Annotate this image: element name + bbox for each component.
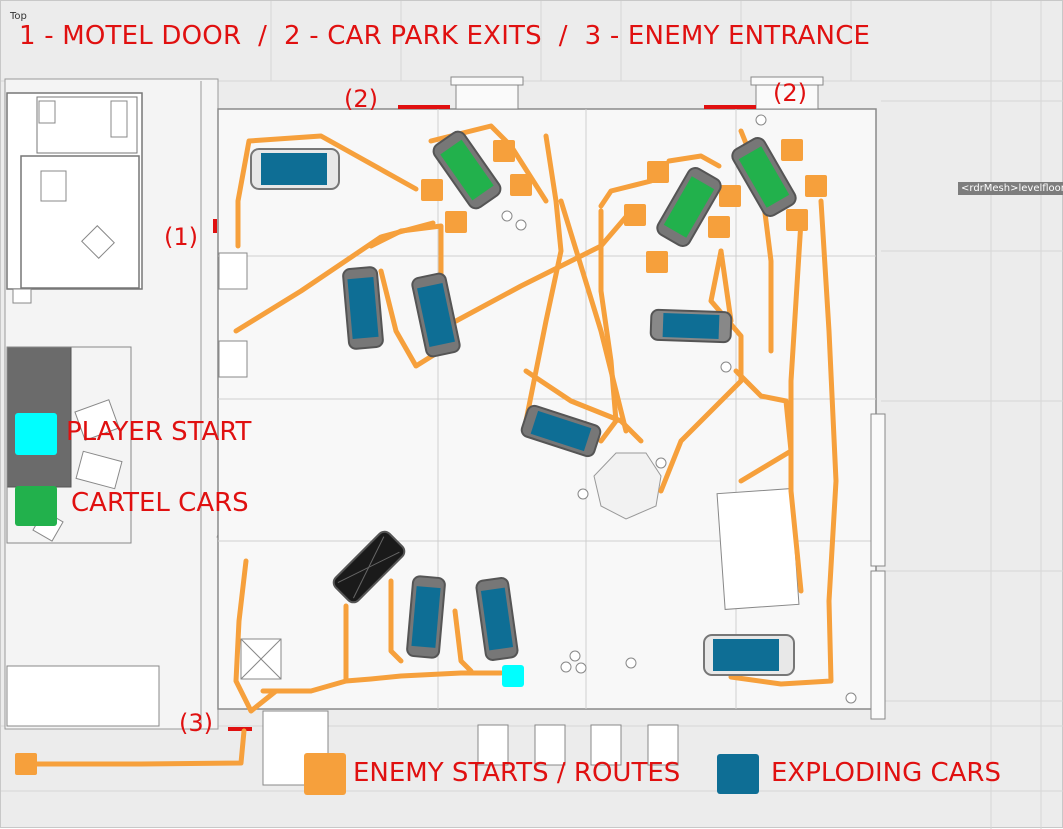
exploding-cars bbox=[250, 148, 795, 676]
legend-exploding-cars-label: EXPLODING CARS bbox=[771, 758, 1002, 788]
cartel-cars bbox=[432, 130, 797, 247]
mesh-tooltip: <rdrMesh>levelfloor bbox=[958, 182, 1063, 195]
motel-building bbox=[4, 78, 256, 730]
red-markers bbox=[213, 105, 756, 731]
exit-right-label: (2) bbox=[773, 79, 807, 107]
player-start-marker bbox=[502, 665, 524, 687]
motel-door-label: (1) bbox=[164, 223, 198, 251]
car-park-floor bbox=[217, 76, 886, 786]
enemy-entrance-label: (3) bbox=[179, 709, 213, 737]
exit-left-label: (2) bbox=[344, 85, 378, 113]
legend-cartel-cars-label: CARTEL CARS bbox=[71, 488, 249, 518]
legend-player-swatch bbox=[15, 413, 57, 455]
enemy-starts bbox=[15, 139, 827, 775]
legend-enemy-swatch bbox=[304, 753, 346, 795]
legend-swatches bbox=[15, 413, 759, 795]
viewport-view-label[interactable]: Top bbox=[10, 11, 27, 22]
legend-enemy-starts-label: ENEMY STARTS / ROUTES bbox=[353, 758, 681, 788]
legend-exploding-swatch bbox=[717, 754, 759, 794]
legend-player-start-label: PLAYER START bbox=[66, 417, 252, 447]
legend-cartel-swatch bbox=[15, 486, 57, 526]
map-title: 1 - MOTEL DOOR / 2 - CAR PARK EXITS / 3 … bbox=[19, 21, 871, 51]
